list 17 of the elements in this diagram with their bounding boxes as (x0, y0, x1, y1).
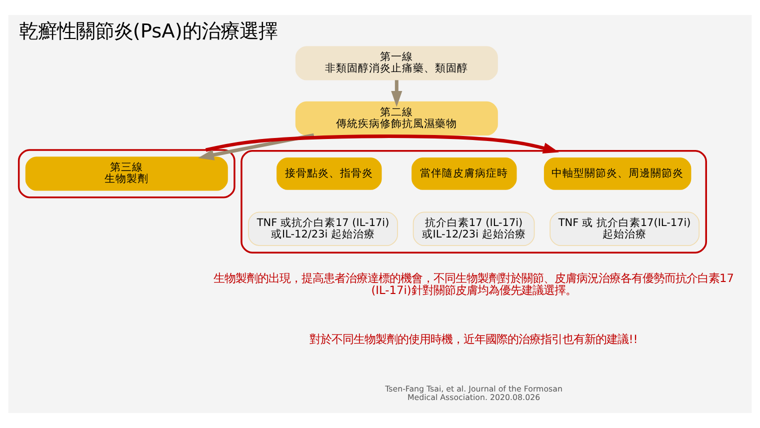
arrow (198, 133, 314, 160)
label: 生物製劑的出現，提高患者治療達標的機會，不同生物製劑對於關節、皮膚病況治療各有優勢而抗介白素17(IL-17i)針對關節皮膚均為優先建議選擇。 (214, 270, 734, 298)
node-box: 中軸型關節炎、周邊關節炎 (544, 157, 692, 190)
node-box: 當伴隨皮膚病症時 (412, 157, 517, 190)
node-box: TNF 或抗介白素17 (IL-17i) 或IL-12/23i 起始治療 (248, 212, 398, 246)
arrow (391, 80, 402, 107)
cluster (240, 150, 707, 254)
node-box: 抗介白素17 (IL-17i) 或IL-12/23i 起始治療 (412, 212, 535, 246)
node-box: 第三線 生物製劑 (25, 156, 228, 191)
label: 對於不同生物製劑的使用時機，近年國際的治療指引也有新的建議!! (310, 332, 638, 346)
label: Tsen-Fang Tsai, et al. Journal of the Formosan Medical Association. 2020.08.026 (385, 384, 562, 402)
node-box: 第一線 非類固醇消炎止痛藥、類固醇 (295, 46, 498, 80)
arrow (205, 134, 560, 154)
node-box: 接骨點炎、指骨炎 (276, 157, 382, 190)
diagram-title: 乾癬性關節炎(PsA)的治療選擇 (18, 19, 278, 42)
node-box: TNF 或 抗介白素17(IL-17i) 起始治療 (550, 212, 700, 246)
node-box: 第二線 傳統疾病修飾抗風濕藥物 (295, 101, 498, 136)
